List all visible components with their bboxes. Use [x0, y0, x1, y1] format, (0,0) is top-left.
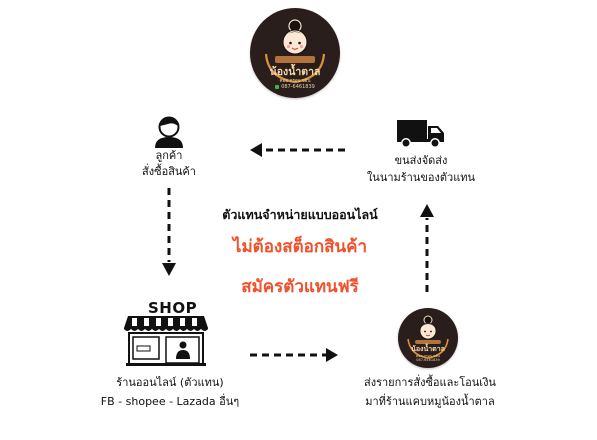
logo-ribbon [275, 56, 315, 63]
arrow-to-transfer [250, 348, 338, 362]
shipping-label-2: ในนามร้านของตัวแทน [366, 171, 476, 184]
customer-label-2: สั่งซื้อสินค้า [142, 165, 196, 178]
transfer-label-1: ส่งรายการสั่งซื้อและโอนเงิน [364, 376, 496, 389]
logo-name: น้องน้ำตาล [269, 66, 321, 78]
shipping-label-1: ขนส่งจัดส่ง [394, 154, 448, 167]
customer-label-1: ลูกค้า [155, 149, 183, 162]
shop-sign: SHOP [148, 299, 198, 317]
shop-label-2: FB - shopee - Lazada อื่นๆ [100, 395, 240, 408]
transfer-label-2: มาที่ร้านแคบหมูน้องน้ำตาล [365, 395, 495, 408]
logo-badge-bottom: น้องน้ำตาล คอม กรอบ ขยัน 087-6461839 [398, 308, 458, 368]
arrow-to-shop [162, 188, 176, 276]
truck-icon [397, 120, 444, 148]
arrow-to-shipping [420, 204, 434, 292]
person-icon [155, 116, 183, 148]
logo-phone-small: 087-6461839 [416, 358, 440, 362]
logo-phone-text: 087-6461839 [281, 84, 315, 90]
logo-subtitle-small: คอม กรอบ ขยัน [415, 354, 441, 358]
center-free-signup: สมัครตัวแทนฟรี [241, 277, 359, 297]
logo-subtitle: คอม กรอบ ขยัน [279, 79, 311, 84]
logo-badge-top: น้องน้ำตาล คอม กรอบ ขยัน 087-6461839 [250, 8, 340, 98]
logo-name-small: น้องน้ำตาล [411, 345, 445, 353]
arrow-to-customer [250, 143, 345, 157]
shop-icon [124, 316, 208, 366]
mascot-face-icon [407, 315, 449, 359]
logo-phone: 087-6461839 [250, 84, 340, 90]
shop-label-1: ร้านออนไลน์ (ตัวแทน) [116, 376, 224, 389]
phone-icon [275, 84, 280, 89]
mascot-face-icon [264, 19, 326, 84]
logo-ribbon [415, 340, 441, 344]
center-headline: ตัวแทนจำหน่ายแบบออนไลน์ [222, 207, 378, 222]
center-no-stock: ไม่ต้องสต็อกสินค้า [232, 237, 368, 257]
